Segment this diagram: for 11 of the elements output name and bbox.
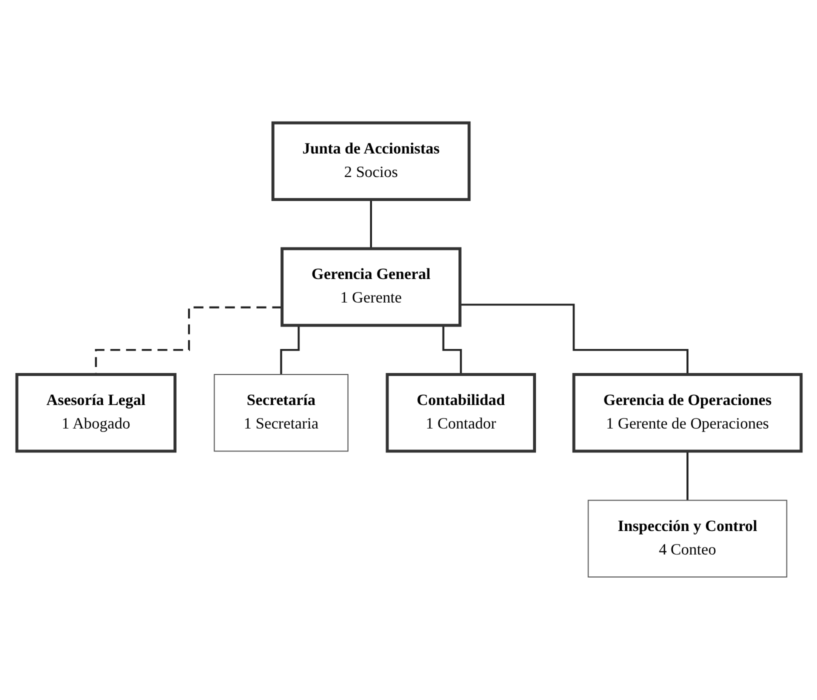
connector [370, 198, 372, 250]
connector [686, 450, 688, 502]
node-box [587, 500, 787, 578]
connector [459, 304, 688, 376]
org-chart: Junta de Accionistas 2 Socios Gerencia General 1 Gerente Asesoría Legal 1 Abogado Secretaría 1 Secretaria Contabilidad 1 Contador Gerencia de Operaciones 1 Gerente de Operaciones Inspección y Control 4 Conteo [8, 115, 808, 585]
node-box [280, 247, 461, 327]
node-box [572, 373, 802, 453]
node-box [213, 374, 348, 452]
node-box [14, 373, 176, 453]
node-box [270, 121, 470, 202]
node-box [385, 373, 536, 453]
